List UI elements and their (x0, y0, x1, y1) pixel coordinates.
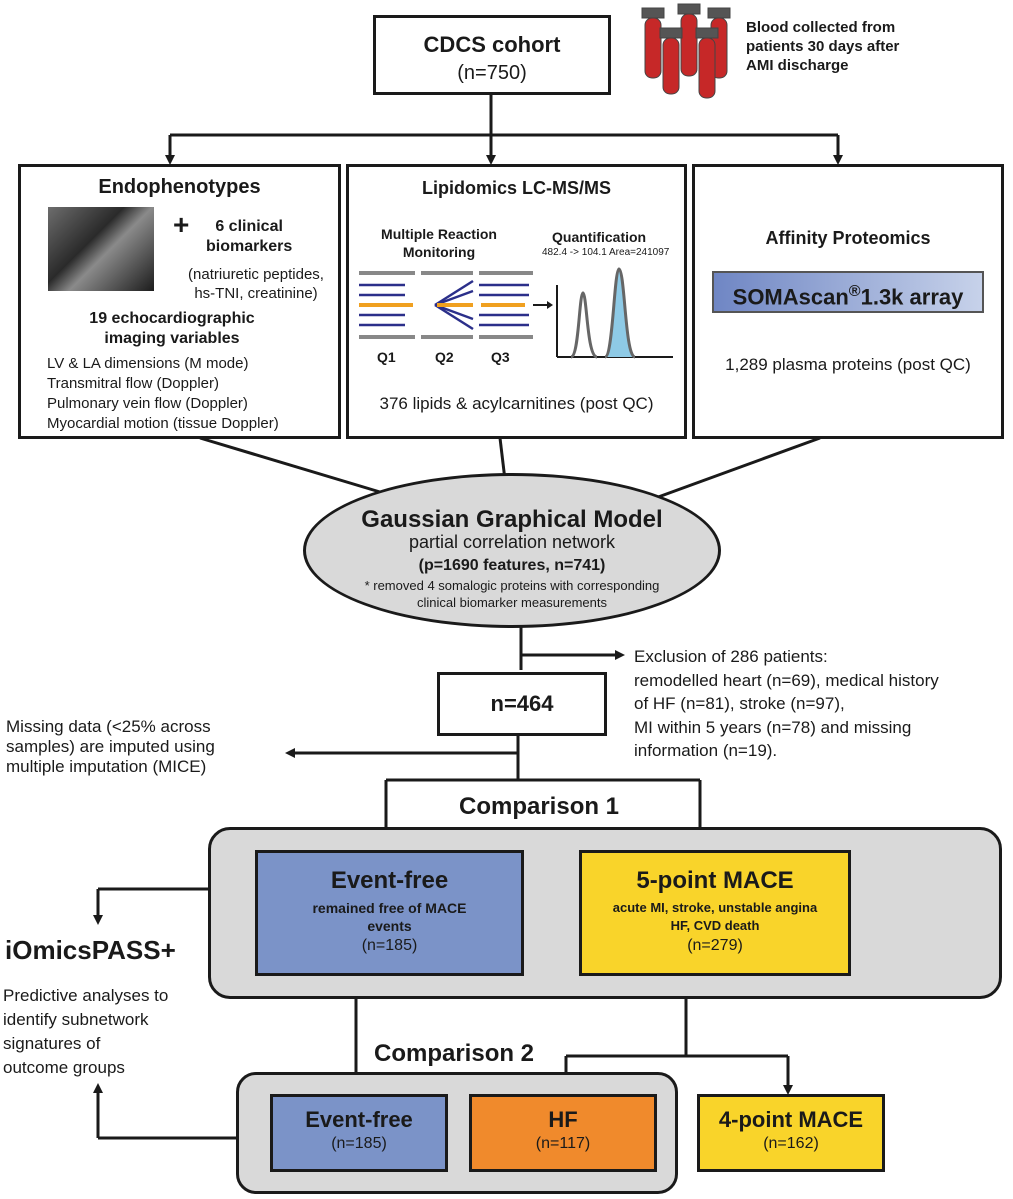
iomics-desc-line: outcome groups (3, 1058, 125, 1077)
clinical-line: 6 clinical (215, 218, 283, 235)
event-free-2-n: (n=185) (331, 1135, 387, 1152)
lipidomics-title: Lipidomics LC-MS/MS (422, 178, 611, 198)
hf-title: HF (548, 1107, 578, 1132)
mrm-diagram-icon (359, 267, 673, 359)
echo-image (48, 207, 154, 291)
ggm-ellipse: Gaussian Graphical Model partial correla… (303, 473, 721, 628)
clinical-biomarkers: 6 clinical biomarkers (206, 217, 292, 257)
missing-line: multiple imputation (MICE) (6, 757, 207, 776)
exclusion-line: information (n=19). (634, 741, 778, 760)
mace5-desc: acute MI, stroke, unstable angina HF, CV… (582, 899, 848, 935)
iomics-title: iOmicsPASS+ (5, 935, 176, 965)
plus-sign: + (173, 209, 190, 240)
q1-label: Q1 (377, 349, 396, 365)
ggm-note-line: * removed 4 somalogic proteins with corr… (364, 578, 660, 593)
echo-title-line: 19 echocardiographic (89, 310, 255, 327)
lipidomics-footer: 376 lipids & acylcarnitines (post QC) (379, 394, 654, 413)
echo-item: LV & LA dimensions (M mode) (47, 355, 249, 372)
blood-note-line: Blood collected from (746, 19, 896, 36)
endophenotypes-box: Endophenotypes + 6 clinical biomarkers (… (18, 164, 341, 439)
exclusion-line: MI within 5 years (n=78) and missing (634, 717, 912, 737)
missing-text: Missing data (<25% across samples) are i… (6, 717, 215, 777)
hf-box: HF (n=117) (469, 1094, 657, 1172)
blood-note-line: AMI discharge (746, 57, 849, 74)
proteomics-box: Affinity Proteomics SOMAscan®1.3k array … (692, 164, 1004, 439)
echo-title: 19 echocardiographic imaging variables (41, 309, 303, 349)
proteomics-title: Affinity Proteomics (765, 228, 931, 248)
q2-label: Q2 (435, 349, 454, 365)
mrm-line: Monitoring (402, 244, 476, 260)
event-free-1-n: (n=185) (361, 937, 418, 954)
echo-item: Myocardial motion (tissue Doppler) (47, 415, 279, 432)
event-free-box-2: Event-free (n=185) (270, 1094, 448, 1172)
clinical-detail-line: (natriuretic peptides, (188, 266, 324, 283)
ggm-subtitle: partial correlation network (408, 532, 616, 552)
iomics-desc-line: Predictive analyses to (3, 986, 169, 1005)
mace5-box: 5-point MACE acute MI, stroke, unstable … (579, 850, 851, 976)
mace5-title: 5-point MACE (636, 867, 794, 894)
cohort-n: (n=750) (457, 62, 527, 84)
mace4-box: 4-point MACE (n=162) (697, 1094, 885, 1172)
comparison1-label: Comparison 1 (459, 793, 620, 820)
q3-label: Q3 (491, 349, 510, 365)
mace4-n: (n=162) (763, 1135, 819, 1152)
proteomics-footer: 1,289 plasma proteins (post QC) (725, 355, 971, 374)
blood-note-line: patients 30 days after (746, 38, 900, 55)
ggm-title: Gaussian Graphical Model (361, 506, 663, 533)
mrm-line: Multiple Reaction (381, 226, 497, 242)
mrm-label: Multiple Reaction Monitoring (369, 225, 509, 261)
ggm-note: * removed 4 somalogic proteins with corr… (306, 577, 718, 611)
clinical-line: biomarkers (206, 238, 293, 255)
comparison2-label: Comparison 2 (374, 1040, 535, 1067)
iomics-desc-line: signatures of (3, 1034, 101, 1053)
exclusion-line: remodelled heart (n=69), medical history (634, 670, 939, 690)
event-free-box-1: Event-free remained free of MACE events … (255, 850, 524, 976)
quant-label: Quantification (552, 229, 647, 245)
quant-detail: 482.4 -> 104.1 Area=241097 (542, 247, 670, 258)
echo-title-line: imaging variables (104, 330, 240, 347)
ggm-params: (p=1690 features, n=741) (418, 557, 606, 574)
event-free-2-title: Event-free (305, 1107, 413, 1132)
missing-line: Missing data (<25% across (6, 717, 211, 736)
somascan-badge: SOMAscan®1.3k array (712, 271, 984, 313)
lipidomics-box: Lipidomics LC-MS/MS Multiple Reaction Mo… (346, 164, 687, 439)
cohort-box: CDCS cohort (n=750) (373, 15, 611, 95)
exclusion-text: Exclusion of 286 patients: remodelled he… (634, 645, 939, 763)
clinical-detail: (natriuretic peptides, hs-TNI, creatinin… (171, 265, 341, 303)
mace4-title: 4-point MACE (718, 1107, 864, 1132)
missing-line: samples) are imputed using (6, 737, 215, 756)
exclusion-line: of HF (n=81), stroke (n=97), (634, 694, 845, 713)
registered-mark: ® (848, 283, 861, 300)
mace5-n: (n=279) (687, 937, 743, 954)
echo-item: Pulmonary vein flow (Doppler) (47, 395, 248, 412)
cohort-title: CDCS cohort (423, 32, 561, 57)
echo-item: Transmitral flow (Doppler) (47, 375, 219, 392)
event-free-1-desc-line: events (367, 918, 412, 934)
somascan-suffix: 1.3k array (860, 284, 964, 310)
blood-note: Blood collected from patients 30 days af… (746, 18, 899, 75)
clinical-detail-line: hs-TNI, creatinine) (194, 285, 318, 302)
hf-n: (n=117) (535, 1135, 591, 1152)
endophenotypes-title: Endophenotypes (98, 176, 261, 198)
exclusion-line: Exclusion of 286 patients: (634, 647, 828, 666)
n464-box: n=464 (437, 672, 607, 736)
event-free-1-title: Event-free (330, 867, 449, 894)
mace5-desc-line: HF, CVD death (670, 918, 760, 933)
ggm-note-line: clinical biomarker measurements (416, 595, 607, 610)
echo-items: LV & LA dimensions (M mode) Transmitral … (47, 354, 279, 434)
event-free-1-desc-line: remained free of MACE (312, 900, 467, 916)
event-free-1-desc: remained free of MACE events (258, 899, 521, 935)
somascan-name: SOMAscan (732, 284, 849, 310)
iomics-desc-line: identify subnetwork (3, 1010, 149, 1029)
mace5-desc-line: acute MI, stroke, unstable angina (612, 900, 818, 915)
blood-tubes-icon (641, 3, 731, 99)
iomics-desc: Predictive analyses to identify subnetwo… (3, 984, 168, 1080)
